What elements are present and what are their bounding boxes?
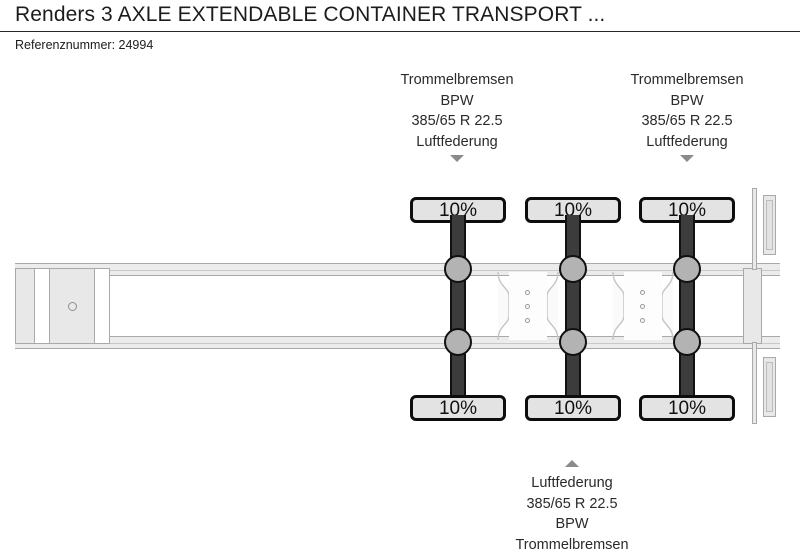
rear-bumper-post <box>752 342 757 424</box>
header-divider <box>0 31 800 32</box>
page-title: Renders 3 AXLE EXTENDABLE CONTAINER TRAN… <box>15 2 605 28</box>
page-header: Renders 3 AXLE EXTENDABLE CONTAINER TRAN… <box>0 0 800 31</box>
tyre-tread-badge-bottom[interactable]: 10% <box>410 395 506 421</box>
reference-number: Referenznummer: 24994 <box>15 38 153 53</box>
rear-bumper-post <box>752 188 757 270</box>
wheel-hub-bottom <box>444 328 472 356</box>
tyre-tread-badge-bottom[interactable]: 10% <box>525 395 621 421</box>
trailer-diagram: Trommelbremsen BPW 385/65 R 22.5 Luftfed… <box>0 55 800 552</box>
rear-lamp-lens <box>766 200 773 250</box>
wheel-hub-top <box>559 255 587 283</box>
wheel-hub-top <box>444 255 472 283</box>
kingpin-hole-icon <box>68 302 77 311</box>
tyre-tread-badge-bottom[interactable]: 10% <box>639 395 735 421</box>
axle-assembly-3: 10% 10% <box>627 55 747 455</box>
wheel-hub-bottom <box>673 328 701 356</box>
axle-assembly-2: 10% 10% <box>513 55 633 455</box>
front-cross-member <box>15 268 35 344</box>
axle-assembly-1: 10% 10% <box>398 55 518 455</box>
rear-lamp-lens <box>766 362 773 412</box>
wheel-hub-bottom <box>559 328 587 356</box>
wheel-hub-top <box>673 255 701 283</box>
